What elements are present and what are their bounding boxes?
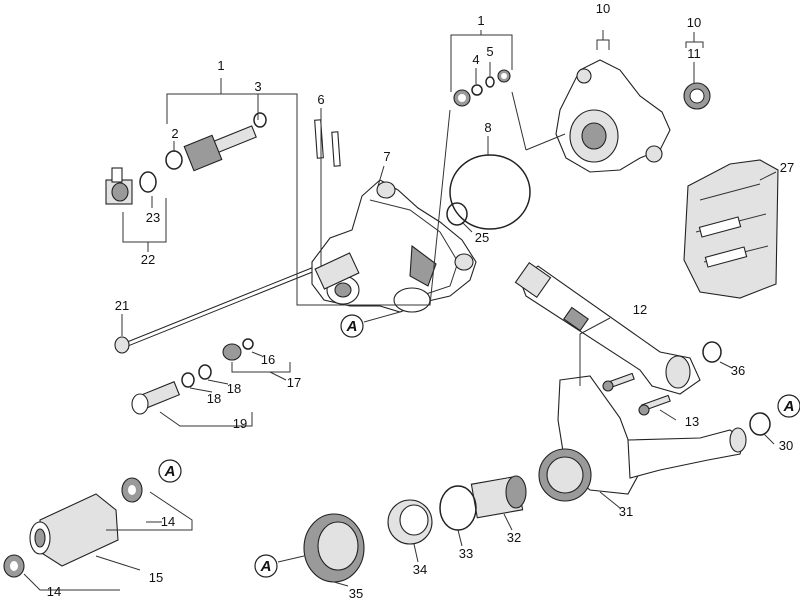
part-1-left-valve <box>183 112 267 172</box>
part-number-label: 2 <box>171 126 178 141</box>
part-number-label: 25 <box>475 230 489 245</box>
connection-marker-a: A <box>340 314 364 338</box>
part-number-label: 16 <box>261 352 275 367</box>
marker-label: A <box>783 398 795 415</box>
part-19-fitting <box>131 381 181 415</box>
part-10-valve-head <box>555 59 671 173</box>
part-7-housing <box>311 179 477 313</box>
connection-marker-a: A <box>254 554 278 578</box>
part-12-hose <box>514 261 701 395</box>
marker-circle <box>158 459 182 483</box>
part-number-label: 30 <box>779 438 793 453</box>
part-number-label: 3 <box>254 79 261 94</box>
part-35-nut <box>303 513 365 583</box>
part-number-label: 17 <box>287 375 301 390</box>
part-23-oring <box>139 171 157 193</box>
part-34-insert <box>387 499 433 545</box>
connection-markers: A A A A <box>158 314 800 578</box>
part-14-washers <box>3 477 143 578</box>
part-33-oring <box>439 485 477 531</box>
leader-lines <box>23 30 777 591</box>
part-13-screw <box>602 372 671 416</box>
marker-circle <box>254 554 278 578</box>
part-number-label: 6 <box>317 92 324 107</box>
part-11-seal <box>683 82 711 110</box>
part-16-plug <box>222 338 254 361</box>
part-15-coupling <box>29 493 119 567</box>
part-number-label: 19 <box>233 416 247 431</box>
connection-marker-a: A <box>158 459 182 483</box>
part-2-oring <box>165 150 183 170</box>
part-1-right-valve-parts <box>453 69 511 107</box>
part-number-label: 8 <box>484 120 491 135</box>
part-number-label: 33 <box>459 546 473 561</box>
part-number-label: 4 <box>472 52 479 67</box>
part-number-label: 35 <box>349 586 363 601</box>
connection-marker-a: A <box>777 394 800 418</box>
part-number-label: 10 <box>596 1 610 16</box>
part-number-label: 14 <box>161 514 175 529</box>
part-number-label: 7 <box>383 149 390 164</box>
part-27-kit <box>683 159 779 299</box>
part-number-label: 31 <box>619 504 633 519</box>
marker-label: A <box>164 463 176 480</box>
part-31-bracket <box>538 375 747 502</box>
part-number-label: 13 <box>685 414 699 429</box>
part-number-label: 18 <box>227 381 241 396</box>
part-32-connector <box>470 475 527 519</box>
part-number-labels: 1322322671451010118252721161718181912361… <box>47 1 794 601</box>
marker-circle <box>777 394 800 418</box>
part-number-label: 1 <box>217 58 224 73</box>
part-22-valve <box>105 167 133 205</box>
part-36-ring <box>702 341 722 363</box>
part-number-label: 22 <box>141 252 155 267</box>
part-number-label: 5 <box>486 44 493 59</box>
part-number-label: 32 <box>507 530 521 545</box>
part-number-label: 1 <box>477 13 484 28</box>
part-number-label: 18 <box>207 391 221 406</box>
part-number-label: 10 <box>687 15 701 30</box>
marker-circle <box>340 314 364 338</box>
part-number-label: 15 <box>149 570 163 585</box>
part-6-pins <box>314 119 341 167</box>
part-8-oring <box>449 154 531 230</box>
part-21-bolt <box>114 267 315 354</box>
part-number-label: 11 <box>687 46 701 61</box>
part-number-label: 23 <box>146 210 160 225</box>
marker-label: A <box>346 318 358 335</box>
part-25-oring <box>446 202 468 226</box>
part-number-label: 36 <box>731 363 745 378</box>
part-number-label: 27 <box>780 160 794 175</box>
part-30-ring <box>749 412 771 436</box>
marker-label: A <box>260 558 272 575</box>
part-number-label: 14 <box>47 584 61 599</box>
part-18-orings <box>181 364 212 388</box>
part-number-label: 12 <box>633 302 647 317</box>
part-number-label: 21 <box>115 298 129 313</box>
part-number-label: 34 <box>413 562 427 577</box>
